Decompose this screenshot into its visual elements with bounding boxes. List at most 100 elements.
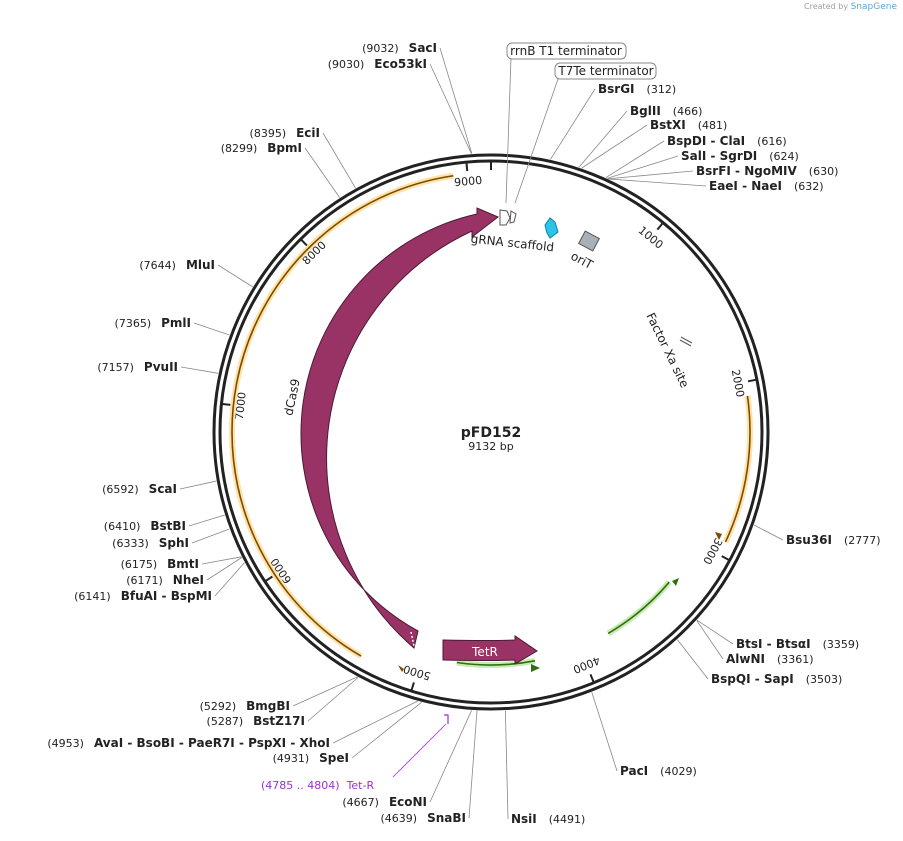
enzyme-label[interactable]: (6333) SphI	[112, 536, 189, 550]
enzyme-name: - PspXI	[235, 736, 286, 750]
enzyme-leader	[504, 710, 509, 820]
orange-arrowhead	[398, 665, 404, 672]
green-arc-halo	[606, 580, 672, 636]
tet-r-primer-mark[interactable]	[444, 714, 449, 724]
enzyme-position: (6333)	[112, 537, 149, 550]
enzyme-position: (8395)	[250, 127, 287, 140]
enzyme-label[interactable]: (6175)BmtI	[121, 557, 199, 571]
enzyme-label[interactable]: EaeI - NaeI(632)	[709, 179, 824, 193]
orit-feature[interactable]	[577, 230, 601, 252]
enzyme-position: (4491)	[549, 813, 586, 826]
enzyme-name: EaeI	[709, 179, 738, 193]
factor-xa-marker[interactable]	[679, 336, 693, 347]
enzyme-label[interactable]: BstXI(481)	[650, 118, 727, 132]
enzyme-label[interactable]: (8299)BpmI	[221, 141, 302, 155]
enzyme-name: SpeI	[319, 751, 349, 765]
enzyme-leader	[753, 524, 784, 541]
enzyme-name: Bsu36I	[786, 533, 832, 547]
enzyme-position: (7157)	[97, 361, 134, 374]
enzyme-label[interactable]: (6592)ScaI	[102, 482, 177, 496]
dcas9-feature-arrow[interactable]	[300, 207, 499, 649]
enzyme-leader	[304, 147, 341, 198]
tick-mark	[465, 162, 469, 172]
enzyme-leader	[179, 480, 217, 490]
enzyme-label[interactable]: (6141)BfuAI - BspMI	[74, 589, 212, 603]
enzyme-position: (466)	[673, 105, 703, 118]
rrnb-t1-terminator-box[interactable]	[506, 42, 627, 60]
enzyme-label[interactable]: (6410) BstBI	[104, 519, 186, 533]
enzyme-label[interactable]: BsrGI(312)	[598, 82, 676, 96]
green-arc[interactable]	[456, 660, 536, 666]
enzyme-leader	[677, 639, 709, 680]
enzyme-leader	[292, 676, 358, 707]
enzyme-label[interactable]: (4639)SnaBI	[381, 811, 466, 825]
enzyme-position: (5287)	[207, 715, 244, 728]
orange-arc[interactable]	[724, 395, 751, 543]
orange-arrowhead	[715, 532, 722, 540]
enzyme-position: (630)	[809, 165, 839, 178]
grna-scaffold-arrow[interactable]	[499, 209, 511, 226]
enzyme-label[interactable]: BsrFI - NgoMIV(630)	[696, 164, 838, 178]
enzyme-name: EcoNI	[389, 795, 427, 809]
enzyme-name: EciI	[296, 126, 320, 140]
enzyme-name: PmlI	[161, 316, 191, 330]
enzyme-label[interactable]: (9030)Eco53kI	[328, 57, 427, 71]
enzyme-label[interactable]: (6171)NheI	[126, 573, 204, 587]
t7te-terminator-box[interactable]	[554, 62, 657, 80]
enzyme-label[interactable]: (4667)EcoNI	[342, 795, 427, 809]
tet-r-primer-range: (4785 .. 4804)	[261, 779, 340, 792]
enzyme-label[interactable]: BspDI - ClaI(616)	[667, 134, 787, 148]
enzyme-name: BstZ17I	[253, 714, 305, 728]
enzyme-label[interactable]: (7644)MluI	[139, 258, 215, 272]
enzyme-name: NheI	[173, 573, 204, 587]
enzyme-leader	[217, 264, 253, 288]
enzyme-label[interactable]: BglII(466)	[630, 104, 702, 118]
enzyme-label[interactable]: (7365) PmlI	[115, 316, 191, 330]
enzyme-name: - NaeI	[738, 179, 782, 193]
enzyme-leader	[591, 692, 618, 772]
enzyme-position: (2777)	[844, 534, 881, 547]
enzyme-name: - XhoI	[286, 736, 330, 750]
tick-label: 9000	[454, 174, 483, 189]
enzyme-name: SphI	[159, 536, 189, 550]
enzyme-position: (6175)	[121, 558, 158, 571]
enzyme-position: (6141)	[74, 590, 111, 603]
enzyme-position: (6592)	[102, 483, 139, 496]
enzyme-leader	[578, 110, 628, 168]
enzyme-label[interactable]: BspQI - SapI(3503)	[711, 672, 842, 686]
tetr-feature-arrow[interactable]	[442, 635, 538, 665]
enzyme-label[interactable]: NsiI(4491)	[511, 812, 585, 826]
enzyme-position: (9032)	[362, 42, 399, 55]
cyan-feature-arrow[interactable]	[544, 217, 559, 239]
enzyme-position: (9030)	[328, 58, 365, 71]
enzyme-label[interactable]: (8395) EciI	[250, 126, 320, 140]
backbone-outer	[212, 153, 770, 711]
enzyme-label[interactable]: (5292)BmgBI	[200, 699, 290, 713]
enzyme-name: AvaI	[94, 736, 123, 750]
enzyme-label[interactable]: BtsI - BtsαI(3359)	[736, 637, 859, 651]
enzyme-name: BstBI	[150, 519, 186, 533]
enzyme-name: BstXI	[650, 118, 686, 132]
enzyme-label[interactable]: AlwNI(3361)	[726, 652, 814, 666]
enzyme-label[interactable]: (9032)SacI	[362, 41, 437, 55]
orange-arc[interactable]	[231, 174, 454, 657]
enzyme-leader	[332, 700, 418, 744]
enzyme-name: - SgrDI	[706, 149, 757, 163]
green-arrowhead	[531, 664, 540, 672]
enzyme-label[interactable]: SalI - SgrDI(624)	[681, 149, 799, 163]
tick-mark	[264, 575, 273, 583]
enzyme-position: (4931)	[273, 752, 310, 765]
enzyme-label[interactable]: (5287) BstZ17I	[207, 714, 305, 728]
tet-r-primer-label: (4785 .. 4804)Tet-R	[261, 779, 374, 792]
enzyme-label[interactable]: (7157)PvuII	[97, 360, 178, 374]
enzyme-label[interactable]: (4931) SpeI	[273, 751, 349, 765]
enzyme-label[interactable]: Bsu36I (2777)	[786, 533, 881, 547]
enzyme-name: BmgBI	[246, 699, 290, 713]
enzyme-label[interactable]: PacI(4029)	[620, 764, 697, 778]
enzyme-label[interactable]: (4953)AvaI - BsoBI - PaeR7I - PspXI - Xh…	[47, 736, 330, 750]
green-arc[interactable]	[607, 581, 670, 635]
dcas9-label: dCas9	[281, 377, 302, 416]
enzyme-position: (6410)	[104, 520, 141, 533]
plasmid-length: 9132 bp	[468, 440, 513, 453]
enzyme-position: (7365)	[115, 317, 152, 330]
